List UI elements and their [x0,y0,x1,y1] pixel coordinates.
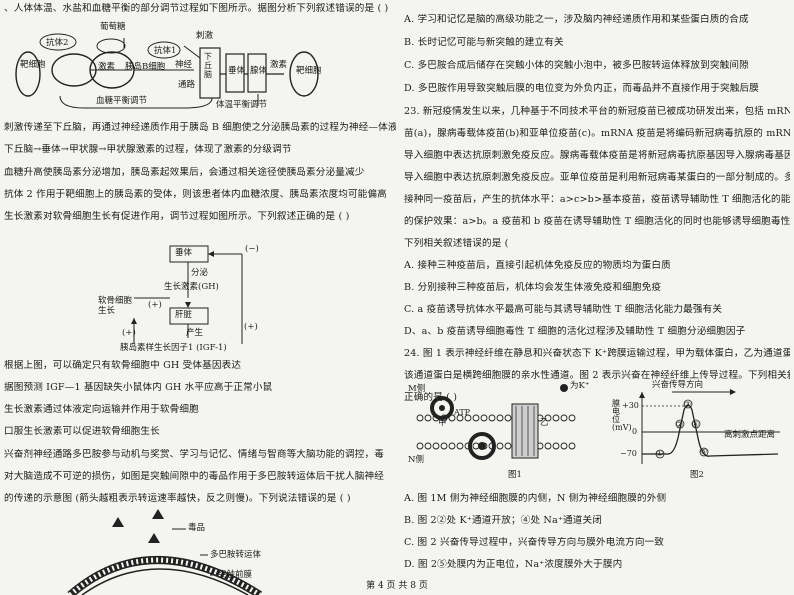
synapse-svg [67,509,263,595]
membrane-svg [416,384,576,460]
question-line: 该通道蛋白是横跨细胞膜的亲水性通道。图 2 表示兴奋在神经纤维上传导过程。下列相… [404,370,790,381]
page-footer: 第 4 页 共 8 页 [366,581,428,591]
option-line: D. 多巴胺作用导致突触后膜的电位变为外负内正，而毒品并不直接作用于突触后膜 [404,83,759,94]
neural-label: 神经 [175,60,193,70]
antibody2-label: 抗体2 [46,38,69,48]
membrane-potential-label: 膜 电 位 (mV) [612,399,632,432]
question-line: 抗体 2 作用于靶细胞上的胰岛素的受体，则该患者体内血糖浓度、胰岛素浓度均可能偏… [4,189,387,200]
pituitary-box-label: 垂体 [175,248,193,258]
tick-minus70: −70 [620,449,637,458]
negative-feedback-label: (−) [245,244,259,254]
hormone-label: 激素 [98,62,116,72]
option-line: A. 接种三种疫苗后，直接引起机体免疫反应的物质均为蛋白质 [404,260,671,271]
thyroid-label: 腺体 [250,66,268,76]
n-side-label: N侧 [408,455,424,465]
question-line: 生长激素对软骨细胞生长有促进作用，调节过程如图所示。下列叙述正确的是 ( ) [4,211,350,222]
point-2: ② [676,420,684,429]
option-line: 根据上图，可以确定只有软骨细胞中 GH 受体基因表达 [4,360,242,371]
pituitary-label: 垂体 [228,66,246,76]
question-line: 导入细胞中表达抗原刺激免疫反应。亚单位疫苗是利用新冠病毒某蛋白的一部分制成的。多 [404,172,790,183]
question-line: 导入细胞中表达抗原刺激免疫反应。腺病毒载体疫苗是将新冠病毒抗原基因导入腺病毒基因… [404,150,790,161]
dopamine-transporter-label: 多巴胺转运体 [210,550,262,560]
question-line: 血糖升高使胰岛素分泌增加，胰岛素起效果后，会通过相关途径使胰岛素分泌量减少 [4,167,365,178]
question-line: 苗(a)，腺病毒载体疫苗(b)和亚单位疫苗(c)。mRNA 疫苗是将编码新冠病毒… [404,128,790,139]
option-line: A. 学习和记忆是脑的高级功能之一，涉及脑内神经递质作用和某些蛋白质的合成 [404,14,749,25]
presynaptic-membrane-label: 突触前膜 [218,570,253,580]
regulation-diagram-svg [15,33,319,109]
plus-label-3: (+) [244,322,258,332]
point-3: ③ [684,400,692,409]
option-line: D、a、b 疫苗诱导细胞毒性 T 细胞的活化过程涉及辅助性 T 细胞分泌细胞因子 [404,326,746,337]
question-line: 的传递的示意图 (箭头越粗表示转运速率越快，反之则慢)。下列说法错误的是 ( ) [4,493,351,504]
drug-label: 毒品 [188,523,206,533]
option-line: 生长激素通过体液定向运输并作用于软骨细胞 [4,404,199,415]
glucose-label: 葡萄糖 [100,22,126,32]
cartilage-growth-label: 软骨细胞 生长 [98,296,133,316]
plus-label-2: (+) [122,328,136,338]
option-line: C. 多巴胺合成后储存在突触小体的突触小泡中，被多巴胺转运体释放到突触间隙 [404,60,749,71]
excitation-direction-label: 兴奋传导方向 [652,380,704,390]
point-4: ④ [692,420,700,429]
question-line: 正确的是 ( ) [404,392,458,403]
option-line: 口服生长激素可以促进软骨细胞生长 [4,426,160,437]
question-line: 23. 新冠疫情发生以来，几种基于不同技术平台的新冠疫苗已被成功研发出来，包括 … [404,106,790,117]
question-line: 接种同一疫苗后，产生的抗体水平：a>c>b>基本疫苗，疫苗诱导辅助性 T 细胞活… [404,194,790,205]
point-5: ⑤ [700,447,708,456]
option-line: 据图预测 IGF—1 基因缺失小鼠体内 GH 水平应高于正常小鼠 [4,382,273,393]
option-line: C. 图 2 兴奋传导过程中，兴奋传导方向与膜外电流方向一致 [404,537,665,548]
growth-hormone-label: 生长激素(GH) [164,282,219,292]
distance-axis-label: 离刺激点距离 [724,430,776,440]
point-1: ① [656,449,664,458]
action-potential-svg [639,389,780,464]
igf1-label: 胰岛素样生长因子1 (IGF-1) [120,343,227,353]
plus-label-1: (+) [148,300,162,310]
blood-sugar-caption: 血糖平衡调节 [96,96,148,106]
tick-plus30: +30 [622,401,639,410]
option-line: C. a 疫苗诱导抗体水平最高可能与其诱导辅助性 T 细胞活化能力最强有关 [404,304,723,315]
islet-b-cell-label: 胰岛B细胞 [125,62,166,72]
channel-yi-label: 乙 [540,418,549,428]
option-line: A. 图 1M 侧为神经细胞膜的内侧，N 侧为神经细胞膜的外侧 [404,493,667,504]
produce-label: 产生 [186,328,204,338]
question-line: 兴奋剂神经通路多巴胺参与动机与奖赏、学习与记忆、情绪与智商等大脑功能的调控，毒 [4,449,385,460]
question-line: 的保护效果：a>b。a 疫苗和 b 疫苗在诱导辅助性 T 细胞活化的同时也能够诱… [404,216,790,227]
question-line: 下列相关叙述错误的是 ( [404,238,509,249]
pathway-label: 通路 [178,80,196,90]
liver-box-label: 肝脏 [175,310,193,320]
figure2-caption: 图2 [690,470,704,480]
option-line: D. 图 2⑤处膜内为正电位，Na⁺浓度膜外大于膜内 [404,559,623,570]
hypothalamus-label: 下丘脑 [204,52,212,79]
question-line: 刺激传递至下丘脑，再通过神经递质作用于胰岛 B 细胞使之分泌胰岛素的过程为神经—… [4,122,396,133]
k-ion-legend: 为K⁺ [570,381,590,391]
question-line: 对大脑造成不可逆的损伤，如图是突触间隙中的毒品作用于多巴胺转运体后干扰人脑神经 [4,471,385,482]
antibody1-label: 抗体1 [154,46,177,56]
target-cell-label-left: 靶细胞 [20,60,46,70]
tick-zero: 0 [632,427,638,436]
growth-hormone-svg [131,245,243,344]
m-side-label: M侧 [408,384,426,394]
temperature-caption: 体温平衡调节 [216,100,268,110]
option-line: B. 图 2②处 K⁺通道开放；④处 Na⁺通道关闭 [404,515,603,526]
target-cell-label-right: 靶细胞 [296,66,322,76]
option-line: B. 分别接种三种疫苗后，机体均会发生体液免疫和细胞免疫 [404,282,662,293]
question-line: 下丘脑→垂体→甲状腺→甲状腺激素的过程，体现了激素的分级调节 [4,144,292,155]
figure1-caption: 图1 [508,470,522,480]
question-stem-line: 、人体体温、水盐和血糖平衡的部分调节过程如下图所示。据图分析下列叙述错误的是 (… [4,3,389,14]
hormone2-label: 激素 [270,60,288,70]
question-line: 24. 图 1 表示神经纤维在静息和兴奋状态下 K⁺跨膜运输过程，甲为载体蛋白，… [404,348,790,359]
stimulus-label: 刺激 [196,31,214,41]
carrier-jia-label: 甲 [438,418,447,428]
secrete-label: 分泌 [191,268,209,278]
atp-label: ATP [454,408,471,417]
option-line: B. 长时记忆可能与新突触的建立有关 [404,37,564,48]
